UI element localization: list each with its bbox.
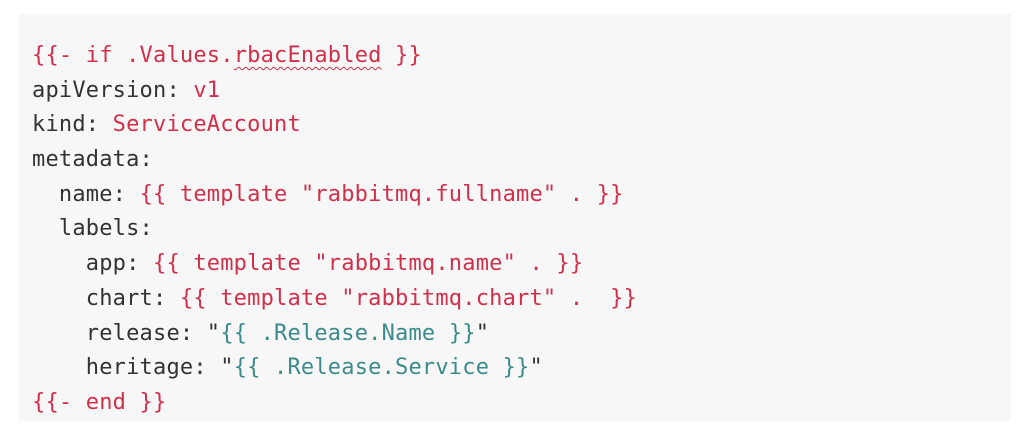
quote: "	[529, 355, 543, 381]
code-block: {{- if .Values.rbacEnabled }} apiVersion…	[19, 14, 1011, 421]
indent	[32, 321, 86, 346]
yaml-key: release:	[85, 320, 207, 346]
code-token: {{- if .Values.	[32, 43, 234, 68]
code-line-app: app: {{ template "rabbitmq.name" . }}	[32, 247, 1011, 282]
code-line-apiversion: apiVersion: v1	[32, 74, 1011, 109]
yaml-value: {{ template "rabbitmq.name" . }}	[153, 251, 584, 277]
yaml-key: heritage:	[85, 355, 221, 381]
yaml-value: {{ template "rabbitmq.fullname" . }}	[139, 181, 624, 207]
yaml-key: labels:	[58, 216, 154, 242]
yaml-key: kind:	[32, 112, 113, 138]
yaml-value: ServiceAccount	[112, 112, 301, 138]
indent	[32, 286, 86, 311]
code-token: {{- end }}	[32, 389, 167, 415]
indent	[32, 355, 86, 380]
yaml-value: {{ template "rabbitmq.chart" . }}	[179, 285, 638, 311]
code-line-heritage: heritage: "{{ .Release.Service }}"	[32, 351, 1011, 386]
yaml-value: v1	[193, 77, 221, 103]
yaml-key: name:	[58, 181, 140, 207]
code-line-metadata: metadata:	[32, 143, 1011, 178]
quote: "	[206, 320, 221, 346]
yaml-string-value: {{ .Release.Service }}	[233, 355, 530, 381]
code-line-kind: kind: ServiceAccount	[32, 108, 1011, 143]
code-line-if-rbac: {{- if .Values.rbacEnabled }}	[32, 39, 1011, 74]
yaml-key: chart:	[85, 285, 180, 311]
spellcheck-flagged-token: rbacEnabled	[233, 43, 382, 68]
code-token: }}	[381, 43, 422, 68]
quote: "	[475, 320, 490, 346]
code-line-release: release: "{{ .Release.Name }}"	[32, 317, 1011, 352]
yaml-string-value: {{ .Release.Name }}	[220, 320, 476, 346]
code-line-name: name: {{ template "rabbitmq.fullname" . …	[32, 178, 1011, 213]
indent	[32, 182, 59, 207]
code-line-labels: labels:	[32, 212, 1011, 247]
indent	[32, 251, 86, 276]
yaml-key: app:	[85, 251, 154, 277]
code-line-chart: chart: {{ template "rabbitmq.chart" . }}	[32, 282, 1011, 317]
yaml-key: metadata:	[32, 147, 154, 173]
quote: "	[220, 355, 234, 381]
code-line-end: {{- end }}	[32, 386, 1011, 421]
indent	[32, 216, 59, 241]
yaml-key: apiVersion:	[32, 77, 194, 103]
